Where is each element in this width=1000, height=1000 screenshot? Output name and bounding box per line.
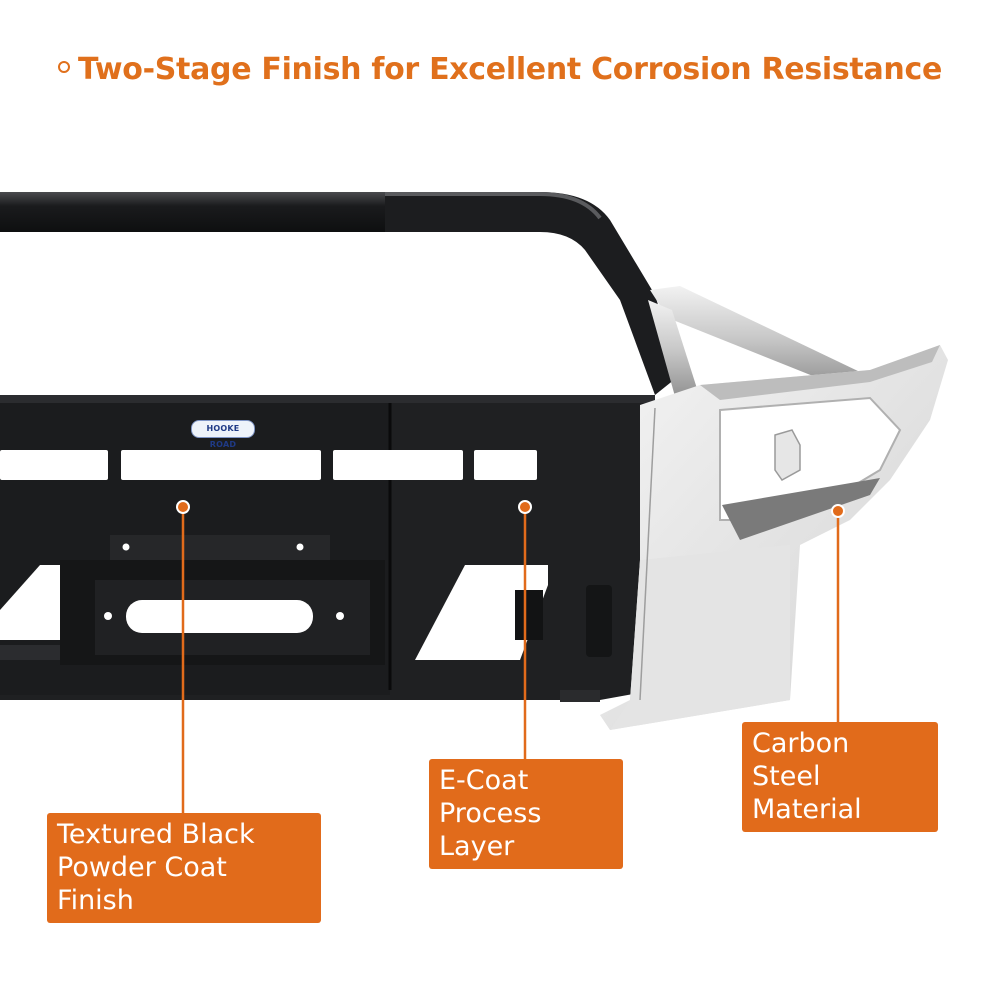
callout-carbon-steel: Carbon Steel Material: [742, 722, 938, 832]
leader-powder-coat: [176, 500, 190, 813]
bullet-icon: [57, 60, 70, 73]
leader-e-coat: [518, 500, 532, 759]
callout-powder-coat: Textured Black Powder Coat Finish: [47, 813, 321, 923]
hoop-tube: [0, 192, 680, 395]
silver-brace: [648, 286, 860, 400]
steel-wing: [600, 345, 948, 730]
callout-e-coat: E-Coat Process Layer: [429, 759, 623, 869]
black-bumper-body: [0, 395, 655, 702]
leader-carbon-steel: [831, 504, 845, 722]
headline-text: Two-Stage Finish for Excellent Corrosion…: [77, 52, 942, 87]
brand-badge: HOOKE ROAD: [191, 420, 255, 449]
headline: Two-Stage Finish for Excellent Corrosion…: [0, 52, 1000, 87]
